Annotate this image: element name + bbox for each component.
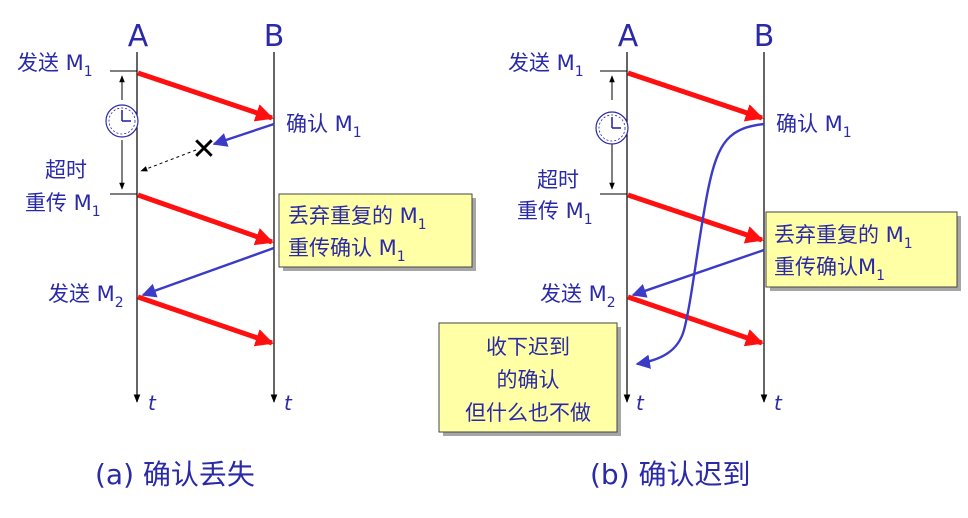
- time-axis-label-b-b: t: [774, 391, 783, 415]
- ack-m1-label-b: 确认 M1: [776, 112, 852, 141]
- time-axis-label-a: t: [148, 391, 157, 415]
- discard-note: 丢弃重复的 M1 重传确认 M1: [278, 193, 476, 271]
- cross-icon: ✕: [191, 132, 216, 167]
- late-ack-curve: [635, 122, 765, 369]
- time-axis-label-a-b: t: [636, 391, 645, 415]
- late-ack-note-line3: 但什么也不做: [465, 401, 591, 425]
- late-ack-note-line2: 的确认: [497, 368, 560, 392]
- data-m1-arrow-b: [627, 70, 764, 122]
- host-b-label: B: [264, 19, 285, 54]
- caption-b: (b) 确认迟到: [590, 458, 751, 491]
- late-ack-note: 收下迟到 的确认 但什么也不做: [438, 322, 621, 436]
- send-m1-label: 发送 M1: [17, 51, 93, 80]
- clock-icon: [595, 111, 629, 145]
- timeout-label: 超时: [45, 158, 87, 182]
- ack-resend-arrow: [141, 246, 275, 298]
- data-m2-arrow-b: [627, 294, 764, 347]
- resend-m1-label-b: 重传 M1: [517, 199, 593, 228]
- host-b-label-b: B: [754, 19, 775, 54]
- data-m1-arrow: [137, 70, 274, 122]
- discard-note-line2-b: 重传确认M1: [774, 255, 885, 284]
- ack-resend-arrow-b: [631, 248, 765, 298]
- discard-note-line2: 重传确认 M1: [288, 236, 406, 265]
- send-m1-label-b: 发送 M1: [508, 51, 584, 80]
- clock-icon: [105, 104, 139, 138]
- data-m1-resend-arrow-b: [627, 192, 764, 244]
- send-m2-label-b: 发送 M2: [540, 282, 616, 311]
- data-m1-resend-arrow: [137, 192, 274, 246]
- caption-a: (a) 确认丢失: [95, 458, 255, 491]
- late-ack-note-line1: 收下迟到: [486, 335, 570, 359]
- discard-note-line1: 丢弃重复的 M1: [288, 204, 427, 233]
- resend-m1-label: 重传 M1: [25, 191, 101, 220]
- data-m2-arrow: [137, 294, 274, 347]
- discard-note-b: 丢弃重复的 M1 重传确认M1: [765, 211, 961, 291]
- time-axis-label-b: t: [284, 391, 293, 415]
- send-m2-label: 发送 M2: [48, 282, 124, 311]
- host-a-label-b: A: [618, 19, 639, 54]
- ack-m1-label: 确认 M1: [286, 112, 362, 141]
- lost-ack-arrow: [212, 122, 275, 147]
- panel-a: A B t t 发送 M1 超时 重传 M1 发送 M2 确认 M1: [17, 19, 476, 491]
- timeout-label-b: 超时: [537, 168, 579, 192]
- panel-b: A B t t 发送 M1 超时 重传 M1 发送 M2 确认 M1: [438, 19, 961, 491]
- host-a-label: A: [128, 19, 149, 54]
- discard-note-line1-b: 丢弃重复的 M1: [774, 223, 913, 252]
- lost-ack-dashed: [140, 149, 197, 172]
